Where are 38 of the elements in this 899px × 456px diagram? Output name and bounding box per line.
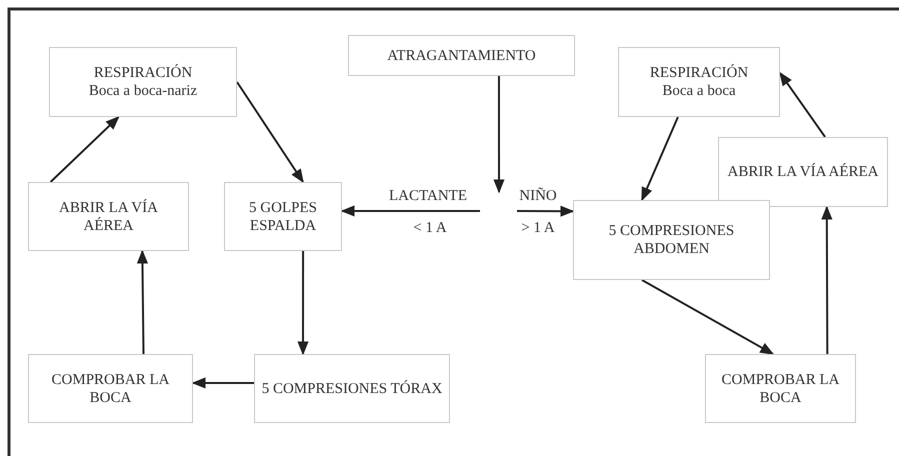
step-label: RESPIRACIÓN xyxy=(650,64,748,82)
step-label: ATRAGANTAMIENTO xyxy=(387,46,536,64)
step-label: 5 COMPRESIONES ABDOMEN xyxy=(608,222,736,258)
arrow xyxy=(50,116,120,183)
step-box xyxy=(28,354,193,423)
step-box xyxy=(348,35,575,76)
arrow xyxy=(297,251,309,356)
arrow xyxy=(641,116,679,202)
step-box xyxy=(618,47,780,117)
step-box xyxy=(705,354,856,423)
step-label: RESPIRACIÓN xyxy=(94,64,192,82)
arrow xyxy=(192,377,254,389)
step-detail: Boca a boca-nariz xyxy=(88,82,198,100)
step-box xyxy=(49,47,237,117)
arrow xyxy=(493,76,505,194)
arrow xyxy=(136,250,148,354)
arrow xyxy=(517,206,574,217)
step-detail: Boca a boca xyxy=(662,82,736,100)
arrow xyxy=(641,279,774,355)
step-label: COMPROBAR LA BOCA xyxy=(720,370,840,406)
arrow xyxy=(821,206,832,354)
branch-label: NIÑO xyxy=(519,187,557,205)
step-label: 5 GOLPES ESPALDA xyxy=(248,198,318,234)
branch-label: LACTANTE xyxy=(389,187,467,205)
step-box xyxy=(224,182,342,251)
arrow xyxy=(779,72,826,138)
arrow xyxy=(340,205,480,217)
step-box xyxy=(254,354,450,423)
step-box xyxy=(718,137,888,207)
step-box xyxy=(573,200,770,280)
step-label: COMPROBAR LA BOCA xyxy=(50,370,170,406)
step-box xyxy=(28,182,189,251)
arrow xyxy=(236,81,304,184)
branch-label: < 1 A xyxy=(413,219,447,237)
branch-label: > 1 A xyxy=(521,219,555,237)
step-label: 5 COMPRESIONES TÓRAX xyxy=(262,380,442,398)
step-label: ABRIR LA VÍA AÉREA xyxy=(58,198,159,234)
step-label: ABRIR LA VÍA AÉREA xyxy=(728,163,878,181)
